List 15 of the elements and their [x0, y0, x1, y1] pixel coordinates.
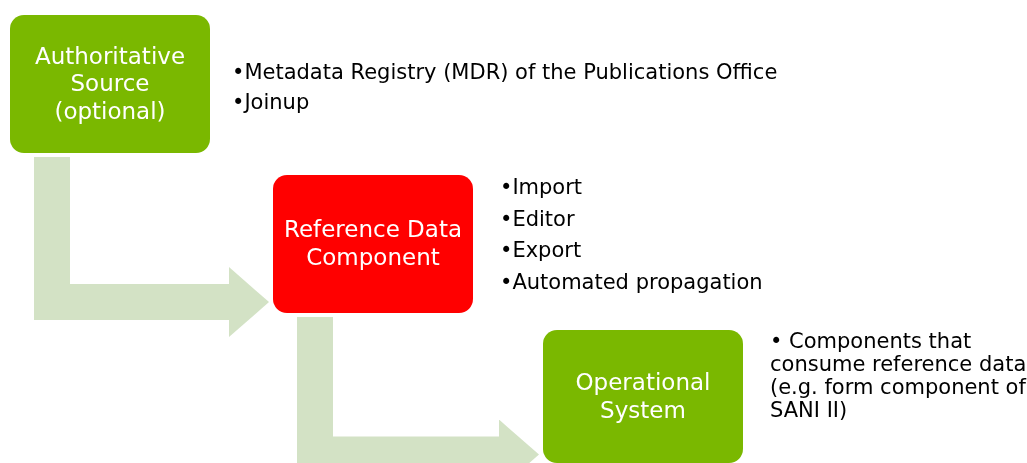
process-box	[10, 15, 210, 153]
box-label: Reference Data Component	[282, 216, 464, 272]
bullet-item: •Editor	[500, 205, 576, 233]
process-box	[543, 330, 743, 463]
bullet-item: • Components that consume reference data (e.g. form component of SANI II)	[770, 330, 1027, 423]
bullet-item: •Export	[500, 237, 583, 264]
bullet-item: •Metadata Registry (MDR) of the Publications Office	[232, 59, 779, 86]
process-box	[273, 175, 473, 313]
bullet-item: •Import	[500, 174, 584, 201]
bullet-item: •Automated propagation	[500, 268, 764, 296]
bent-arrow	[34, 157, 269, 337]
box-label: Authoritative Source (optional)	[33, 42, 187, 126]
box-label: Operational System	[574, 368, 712, 425]
bullet-item: •Joinup	[232, 89, 311, 117]
bent-arrow	[297, 317, 539, 463]
